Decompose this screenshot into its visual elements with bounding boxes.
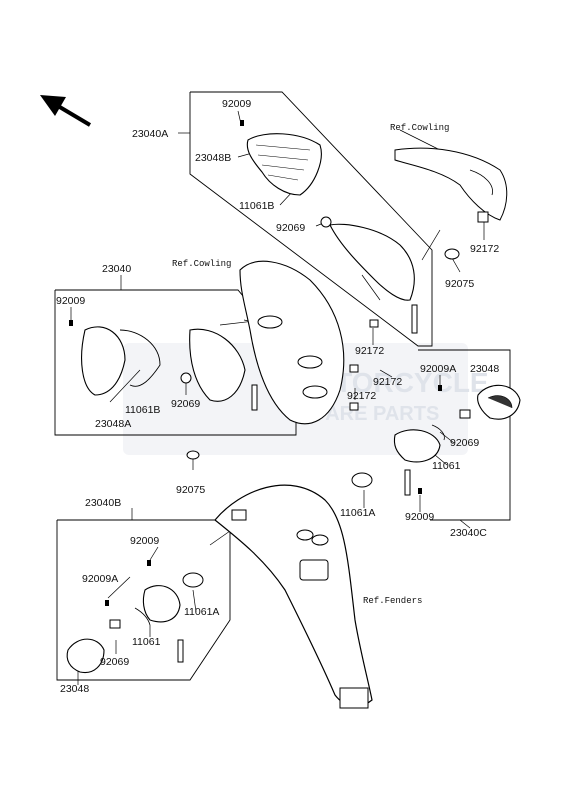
label-23048A: 23048A xyxy=(95,418,131,430)
label-23048-a: 23048 xyxy=(470,363,499,375)
part-labels: 23040A 92009 23048B 11061B 92069 92172 9… xyxy=(56,98,499,695)
lens-23048A xyxy=(81,326,126,396)
label-92009-c: 92009 xyxy=(405,511,434,523)
reference-labels: Ref.Cowling Ref.Cowling Ref.Fenders xyxy=(172,123,449,606)
screw-92009-c xyxy=(418,488,422,494)
label-11061A-a: 11061A xyxy=(340,507,375,519)
screw-92172-b xyxy=(369,319,379,328)
label-23040B: 23040B xyxy=(85,497,121,509)
screw-92172-a xyxy=(477,211,489,223)
bulb-92069-b xyxy=(180,372,192,384)
label-92172-b: 92172 xyxy=(355,345,384,357)
label-92172-a: 92172 xyxy=(470,243,499,255)
label-11061-b: 11061 xyxy=(132,636,161,648)
bulb-92069-a xyxy=(320,216,332,228)
bracket-23040A xyxy=(329,223,415,301)
label-92069-d: 92069 xyxy=(100,656,129,668)
lens-23048-b xyxy=(66,638,105,674)
lens-23048B xyxy=(246,133,322,196)
screw-92172-d xyxy=(349,402,359,411)
label-92009-d: 92009 xyxy=(130,535,159,547)
label-92009A-b: 92009A xyxy=(82,573,118,585)
label-11061-a: 11061 xyxy=(432,460,461,472)
label-92172-d: 92172 xyxy=(347,390,376,402)
label-92009A-a: 92009A xyxy=(420,363,456,375)
frame-23040A xyxy=(189,91,433,347)
screw-92009-b xyxy=(69,320,73,326)
label-92172-c: 92172 xyxy=(373,376,402,388)
label-92009-b: 92009 xyxy=(56,295,85,307)
bulb-92069-d xyxy=(109,619,121,629)
screw-92009A-a xyxy=(438,385,442,391)
center-cowling-part xyxy=(239,260,379,425)
grommet-92075-b xyxy=(186,450,200,460)
label-92069-a: 92069 xyxy=(276,222,305,234)
label-11061B-b: 11061B xyxy=(125,404,160,416)
ref-cowling-1: Ref.Cowling xyxy=(390,123,449,133)
label-11061A-b: 11061A xyxy=(184,606,219,618)
turn-signal-assembly-23040C xyxy=(351,384,521,496)
rear-fender-part xyxy=(214,484,373,709)
ref-fenders: Ref.Fenders xyxy=(363,596,422,606)
frame-23040C xyxy=(418,349,511,521)
label-23040: 23040 xyxy=(102,263,131,275)
ring-11061A-b xyxy=(182,572,204,588)
rear-cowling-part xyxy=(394,147,508,223)
label-92075-a: 92075 xyxy=(445,278,474,290)
front-direction-arrow-icon xyxy=(40,95,92,127)
bulb-92069-c xyxy=(459,409,471,419)
watermark-line2: SPARE PARTS xyxy=(300,403,439,425)
label-92075-b: 92075 xyxy=(176,484,205,496)
label-92069-c: 92069 xyxy=(450,437,479,449)
screw-92172-c xyxy=(349,364,359,373)
screw-92009-a xyxy=(240,120,244,126)
label-11061B-a: 11061B xyxy=(239,200,274,212)
turn-signal-assembly-23040 xyxy=(69,320,258,460)
label-23048-b: 23048 xyxy=(60,683,89,695)
label-23040C: 23040C xyxy=(450,527,487,539)
label-23048B: 23048B xyxy=(195,152,231,164)
screw-92009-d xyxy=(147,560,151,566)
label-92009-a: 92009 xyxy=(222,98,251,110)
screw-92009A-b xyxy=(105,600,109,606)
ring-11061A-a xyxy=(351,472,373,488)
turn-signal-assembly-23040B xyxy=(66,560,204,674)
grommet-92075-a xyxy=(444,248,460,260)
frame-23040B xyxy=(56,519,231,681)
ref-cowling-2: Ref.Cowling xyxy=(172,259,231,269)
label-92069-b: 92069 xyxy=(171,398,200,410)
label-23040A: 23040A xyxy=(132,128,168,140)
turn-signal-assembly-23040A xyxy=(240,120,460,334)
